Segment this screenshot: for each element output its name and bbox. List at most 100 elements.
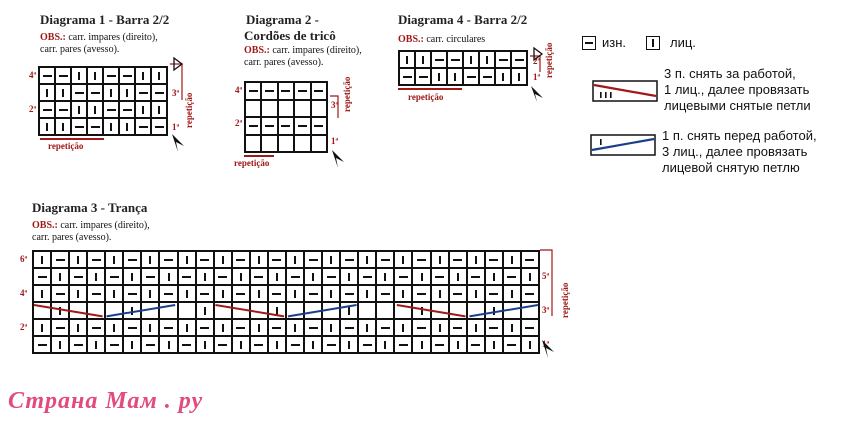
stitch-cell bbox=[358, 251, 377, 268]
purl-symbol bbox=[418, 75, 428, 78]
purl-symbol bbox=[281, 89, 291, 92]
stitch-cell bbox=[87, 101, 103, 118]
knit-symbol bbox=[203, 340, 206, 349]
stitch-cell bbox=[394, 319, 413, 336]
stitch-cell bbox=[431, 68, 447, 85]
knit-symbol bbox=[330, 255, 333, 264]
stitch-cell bbox=[394, 302, 413, 319]
purl-symbol bbox=[314, 124, 324, 127]
purl-symbol bbox=[138, 91, 148, 94]
stitch-cell bbox=[447, 68, 463, 85]
purl-symbol bbox=[218, 275, 228, 278]
diagram-3-obs: OBS.: carr. impares (direito), carr. par… bbox=[32, 220, 150, 244]
stitch-cell bbox=[267, 336, 286, 353]
stitch-cell bbox=[33, 251, 52, 268]
stitch-cell bbox=[141, 336, 160, 353]
purl-symbol bbox=[236, 326, 246, 329]
cable-cross-line-3 bbox=[287, 304, 357, 318]
stitch-cell bbox=[123, 268, 142, 285]
stitch-cell bbox=[412, 251, 431, 268]
stitch-cell bbox=[261, 82, 278, 100]
stitch-cell bbox=[249, 285, 268, 302]
stitch-cell bbox=[231, 268, 250, 285]
stitch-cell bbox=[69, 285, 88, 302]
purl-symbol bbox=[58, 108, 68, 111]
knit-symbol bbox=[110, 122, 112, 131]
stitch-cell bbox=[135, 84, 151, 101]
stitch-cell bbox=[376, 319, 395, 336]
stitch-cell bbox=[412, 336, 431, 353]
stitch-cell bbox=[285, 302, 305, 319]
purl-symbol bbox=[466, 75, 476, 78]
purl-symbol bbox=[489, 258, 499, 261]
stitch-cell bbox=[430, 336, 449, 353]
diagram-3-arrows bbox=[540, 249, 554, 358]
stitch-cell bbox=[412, 319, 431, 336]
purl-symbol bbox=[453, 258, 463, 261]
knit-symbol bbox=[142, 105, 144, 114]
purl-symbol bbox=[344, 326, 354, 329]
knit-symbol bbox=[422, 55, 424, 64]
purl-symbol bbox=[182, 343, 192, 346]
knit-symbol bbox=[131, 306, 134, 315]
stitch-cell bbox=[105, 302, 124, 319]
purl-symbol bbox=[182, 275, 192, 278]
stitch-cell bbox=[87, 285, 106, 302]
stitch-cell bbox=[245, 117, 262, 135]
knit-symbol bbox=[167, 272, 170, 281]
stitch-cell bbox=[502, 319, 521, 336]
stitch-cell bbox=[294, 99, 311, 117]
knit-symbol bbox=[406, 55, 408, 64]
purl-symbol bbox=[73, 343, 83, 346]
purl-symbol bbox=[471, 343, 481, 346]
stitch-cell bbox=[55, 67, 71, 84]
knit-symbol bbox=[94, 71, 96, 80]
purl-symbol bbox=[106, 108, 116, 111]
knit-symbol bbox=[420, 306, 423, 315]
stitch-cell bbox=[39, 67, 55, 84]
stitch-cell bbox=[511, 68, 527, 85]
knit-symbol bbox=[239, 272, 242, 281]
stitch-cell bbox=[103, 84, 119, 101]
stitch-cell bbox=[71, 118, 87, 135]
purl-symbol bbox=[435, 275, 445, 278]
stitch-cell bbox=[294, 134, 311, 152]
stitch-cell bbox=[103, 67, 119, 84]
knit-symbol bbox=[456, 340, 459, 349]
cable-cross-line-0 bbox=[33, 304, 103, 318]
stitch-cell bbox=[87, 67, 103, 84]
cable-cross-line-1 bbox=[106, 304, 176, 318]
purl-symbol bbox=[290, 343, 300, 346]
stitch-cell bbox=[119, 118, 135, 135]
stitch-cell bbox=[322, 251, 341, 268]
diagram-2-obs: OBS.: carr. impares (direito), carr. par… bbox=[244, 45, 362, 69]
knit-symbol bbox=[275, 340, 278, 349]
purl-symbol bbox=[265, 124, 275, 127]
stitch-cell bbox=[195, 319, 214, 336]
stitch-cell bbox=[376, 302, 395, 319]
stitch-cell bbox=[33, 268, 52, 285]
legend-cable-right-line1: 3 п. снять за работой, bbox=[664, 66, 796, 81]
knit-symbol bbox=[95, 272, 98, 281]
purl-symbol bbox=[91, 258, 101, 261]
stitch-cell bbox=[495, 51, 511, 68]
purl-symbol bbox=[525, 258, 535, 261]
purl-symbol bbox=[402, 75, 412, 78]
stitch-cell bbox=[304, 251, 323, 268]
stitch-cell bbox=[340, 302, 359, 319]
stitch-cell bbox=[466, 336, 485, 353]
stitch-cell bbox=[231, 336, 250, 353]
stitch-cell bbox=[195, 302, 214, 319]
knit-symbol bbox=[149, 323, 152, 332]
stitch-cell bbox=[119, 67, 135, 84]
diagram-3-row-5: 5ª bbox=[542, 271, 550, 281]
stitch-cell bbox=[249, 319, 268, 336]
stitch-cell bbox=[277, 134, 295, 152]
purl-symbol bbox=[200, 326, 210, 329]
stitch-cell bbox=[51, 251, 70, 268]
stitch-cell bbox=[245, 82, 262, 100]
legend-purl-label: изн. bbox=[602, 35, 627, 50]
stitch-cell bbox=[105, 268, 124, 285]
diagram-2-obs-line1: carr. impares (direito), bbox=[272, 45, 362, 56]
purl-symbol bbox=[380, 326, 390, 329]
